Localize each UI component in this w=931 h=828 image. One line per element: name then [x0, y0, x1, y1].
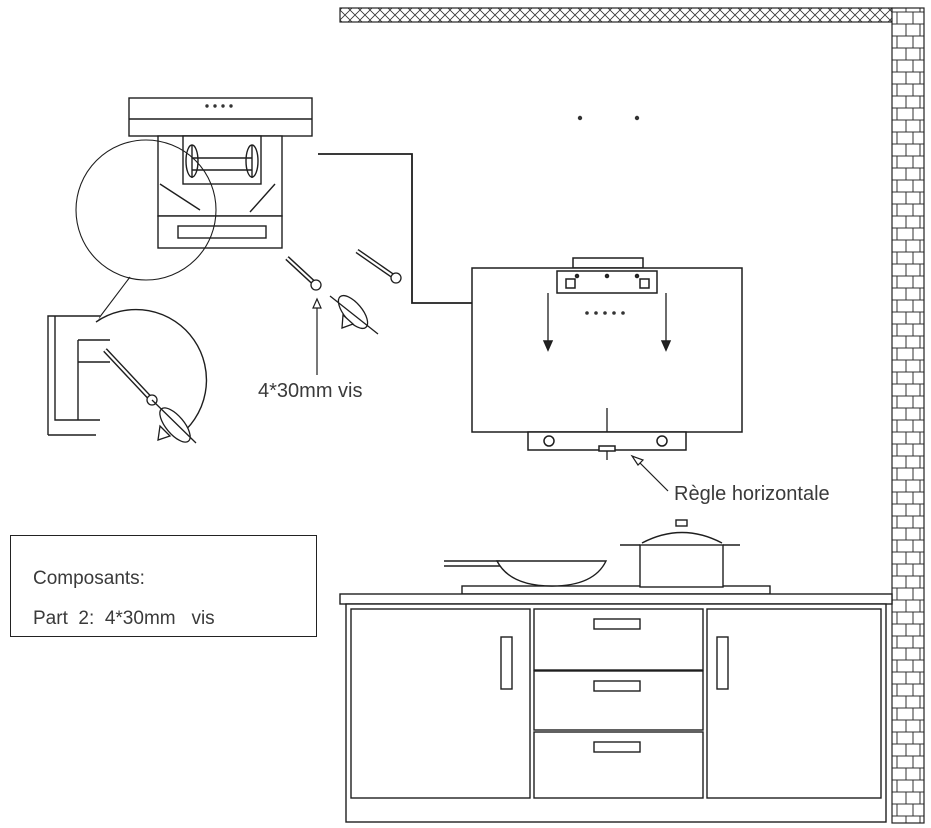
parts-title: Composants: [33, 568, 145, 589]
brick-wall [891, 7, 925, 824]
screws [285, 248, 402, 291]
part-label: Part [33, 608, 68, 629]
screw-label: 4*30mm vis [258, 380, 363, 402]
part-name: vis [191, 608, 215, 629]
level-leader [630, 454, 669, 492]
magnifier-circle [75, 139, 217, 323]
level-ruler [527, 431, 687, 452]
cooktop [444, 519, 771, 595]
level-label: Règle horizontale [674, 483, 830, 505]
hood-detail-view [128, 97, 313, 249]
part-spec: 4*30mm [104, 608, 176, 629]
detail-inset [47, 308, 208, 439]
ceiling [339, 7, 893, 23]
inset-screw [103, 348, 197, 444]
wall-anchor [329, 294, 379, 335]
kitchen-cabinet [339, 593, 893, 823]
parts-line: Part 2: 4*30mm vis [33, 608, 215, 630]
parts-legend: Composants: Part 2: 4*30mm vis [10, 535, 317, 637]
part-number: 2: [78, 608, 95, 629]
screw-leader [312, 297, 322, 375]
range-hood [471, 257, 743, 460]
connector-line [318, 153, 472, 304]
wall-mounting-holes [577, 115, 640, 121]
